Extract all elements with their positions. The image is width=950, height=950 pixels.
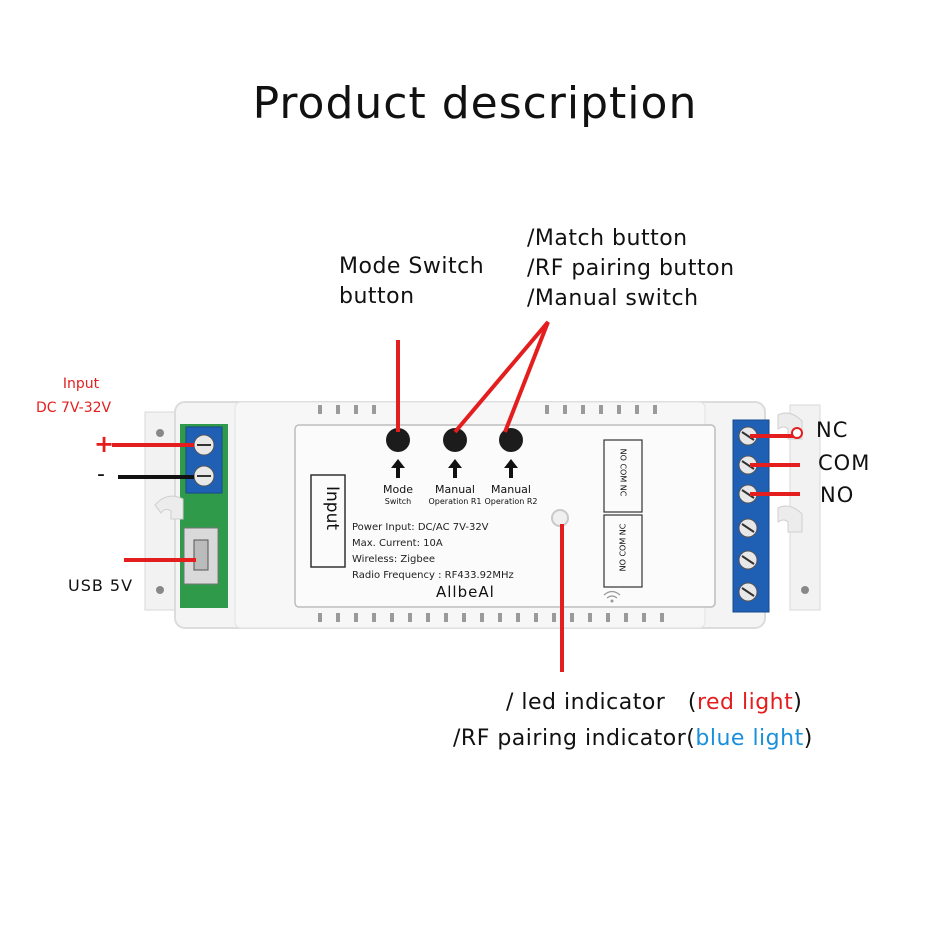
plus-terminal-label: + [94, 430, 115, 458]
terminal-label-bottom: NO COM NC [618, 523, 628, 572]
terminal-label-top: NO COM NC [618, 448, 628, 497]
led-indicator-text: / led indicator ( [506, 690, 697, 715]
manual-switch-line: /Manual switch [527, 286, 699, 311]
input-voltage-label: DC 7V-32V [36, 400, 112, 416]
led-indicator-close: ) [793, 690, 803, 715]
manual-r2-caption-sub: Operation R2 [484, 497, 538, 506]
manual-r2-caption-main: Manual [491, 483, 531, 496]
spec-wireless: Wireless: Zigbee [352, 554, 436, 565]
minus-terminal-label: - [97, 462, 105, 487]
match-button-callout: /Match button /RF pairing button /Manual… [527, 224, 735, 314]
page-title: Product description [252, 78, 698, 129]
input-power-line1: Input [62, 376, 100, 392]
spec-radio-frequency: Radio Frequency : RF433.92MHz [352, 570, 514, 581]
spec-list: Power Input: DC/AC 7V-32V Max. Current: … [352, 520, 514, 584]
com-label: COM [818, 451, 871, 475]
mode-switch-caption-main: Mode [383, 483, 413, 496]
rf-pairing-indicator-text: /RF pairing indicator( [453, 726, 696, 751]
input-port-label: Input [322, 485, 342, 531]
manual-r1-caption-main: Manual [435, 483, 475, 496]
red-light-text: red light [696, 690, 794, 715]
manual-r1-caption: Manual Operation R1 [417, 484, 493, 508]
no-label: NO [820, 483, 855, 507]
mode-switch-callout-line2: button [339, 284, 415, 309]
mode-switch-callout-line1: Mode Switch [339, 254, 485, 279]
manual-r2-caption: Manual Operation R2 [473, 484, 549, 508]
mode-switch-callout: Mode Switch button [339, 252, 484, 312]
mode-switch-caption: Mode Switch [362, 484, 434, 508]
rf-pairing-indicator-close: ) [803, 726, 813, 751]
input-power-callout: Input [46, 374, 116, 394]
led-indicator-callout: / led indicator (red light) [506, 688, 802, 718]
brand-label: AllbeAl [436, 583, 495, 601]
spec-power-input: Power Input: DC/AC 7V-32V [352, 522, 489, 533]
usb-label: USB 5V [68, 576, 134, 595]
rf-pairing-button-line: /RF pairing button [527, 256, 735, 281]
mode-switch-caption-sub: Switch [384, 497, 412, 506]
spec-max-current: Max. Current: 10A [352, 538, 443, 549]
manual-r1-caption-sub: Operation R1 [428, 497, 482, 506]
rf-pairing-indicator-callout: /RF pairing indicator(blue light) [453, 724, 813, 754]
nc-label: NC [816, 418, 849, 442]
match-button-line: /Match button [527, 226, 688, 251]
blue-light-text: blue light [695, 726, 804, 751]
